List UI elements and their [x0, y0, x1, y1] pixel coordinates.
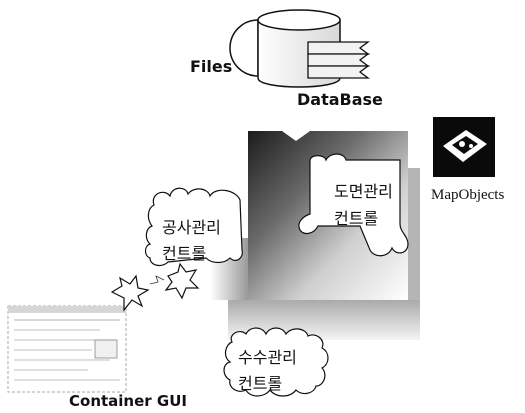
waterworks-control-label-line2: 컨트롤 — [238, 370, 282, 394]
waterworks-control-label-line1: 수수관리 — [238, 344, 297, 368]
file-stack-icon — [308, 42, 368, 78]
construction-control-label-line2: 컨트롤 — [162, 240, 206, 264]
mapobjects-label: MapObjects — [431, 187, 504, 204]
container-gui-label: Container GUI — [69, 392, 187, 410]
file-disc-icon — [230, 20, 258, 76]
drawing-control-label-line2: 컨트롤 — [334, 205, 378, 229]
spark-burst-icon — [112, 264, 198, 310]
database-group — [230, 10, 368, 87]
database-label: DataBase — [297, 90, 383, 109]
container-gui-window-icon — [8, 306, 126, 392]
construction-control-label-line1: 공사관리 — [162, 214, 221, 238]
files-label: Files — [190, 57, 232, 76]
drawing-control-label-line1: 도면관리 — [334, 178, 393, 202]
mapobjects-logo-icon — [433, 117, 495, 177]
